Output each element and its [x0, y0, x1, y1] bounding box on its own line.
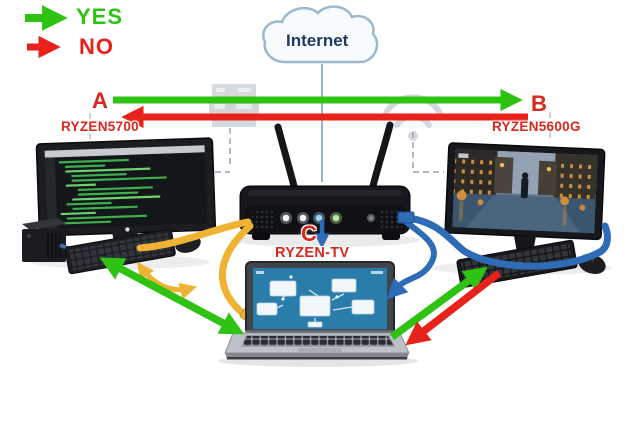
router-antenna-left: [274, 123, 299, 194]
point-a-label: A: [92, 88, 108, 113]
legend-yes-label: YES: [76, 4, 124, 29]
blue-connector: [397, 211, 415, 224]
internet-cloud-icon: [262, 5, 379, 64]
green-arrow-leftpc-laptop: [99, 257, 245, 335]
blue-arrow-into-laptop: [386, 277, 409, 300]
laptop-screen: [253, 268, 387, 329]
right-pc-label: RYZEN5600G: [492, 119, 581, 134]
router-antenna-right: [368, 121, 394, 194]
left-pc-label: RYZEN5700: [61, 119, 139, 134]
left-mini-pc: [22, 218, 66, 262]
laptop: [218, 261, 418, 367]
router: [230, 121, 420, 247]
legend-no-label: NO: [79, 34, 114, 59]
point-b-label: B: [531, 91, 547, 116]
yellow-cable-to-left-pc: [136, 218, 252, 252]
left-pc-code-lines: [58, 158, 167, 225]
faded-switch-icon: [209, 84, 259, 127]
red-arrow-rightpc-laptop: [405, 270, 502, 346]
router-leds: [280, 212, 375, 224]
point-c-label: C: [301, 221, 317, 246]
laptop-label: RYZEN-TV: [275, 245, 350, 261]
right-pc-screen: [452, 149, 598, 234]
dashed-guides: [89, 112, 551, 173]
blue-cable-to-right-pc: [404, 214, 611, 270]
right-pc: [432, 142, 612, 288]
left-pc: [22, 137, 217, 275]
internet-label: Internet: [286, 31, 349, 50]
